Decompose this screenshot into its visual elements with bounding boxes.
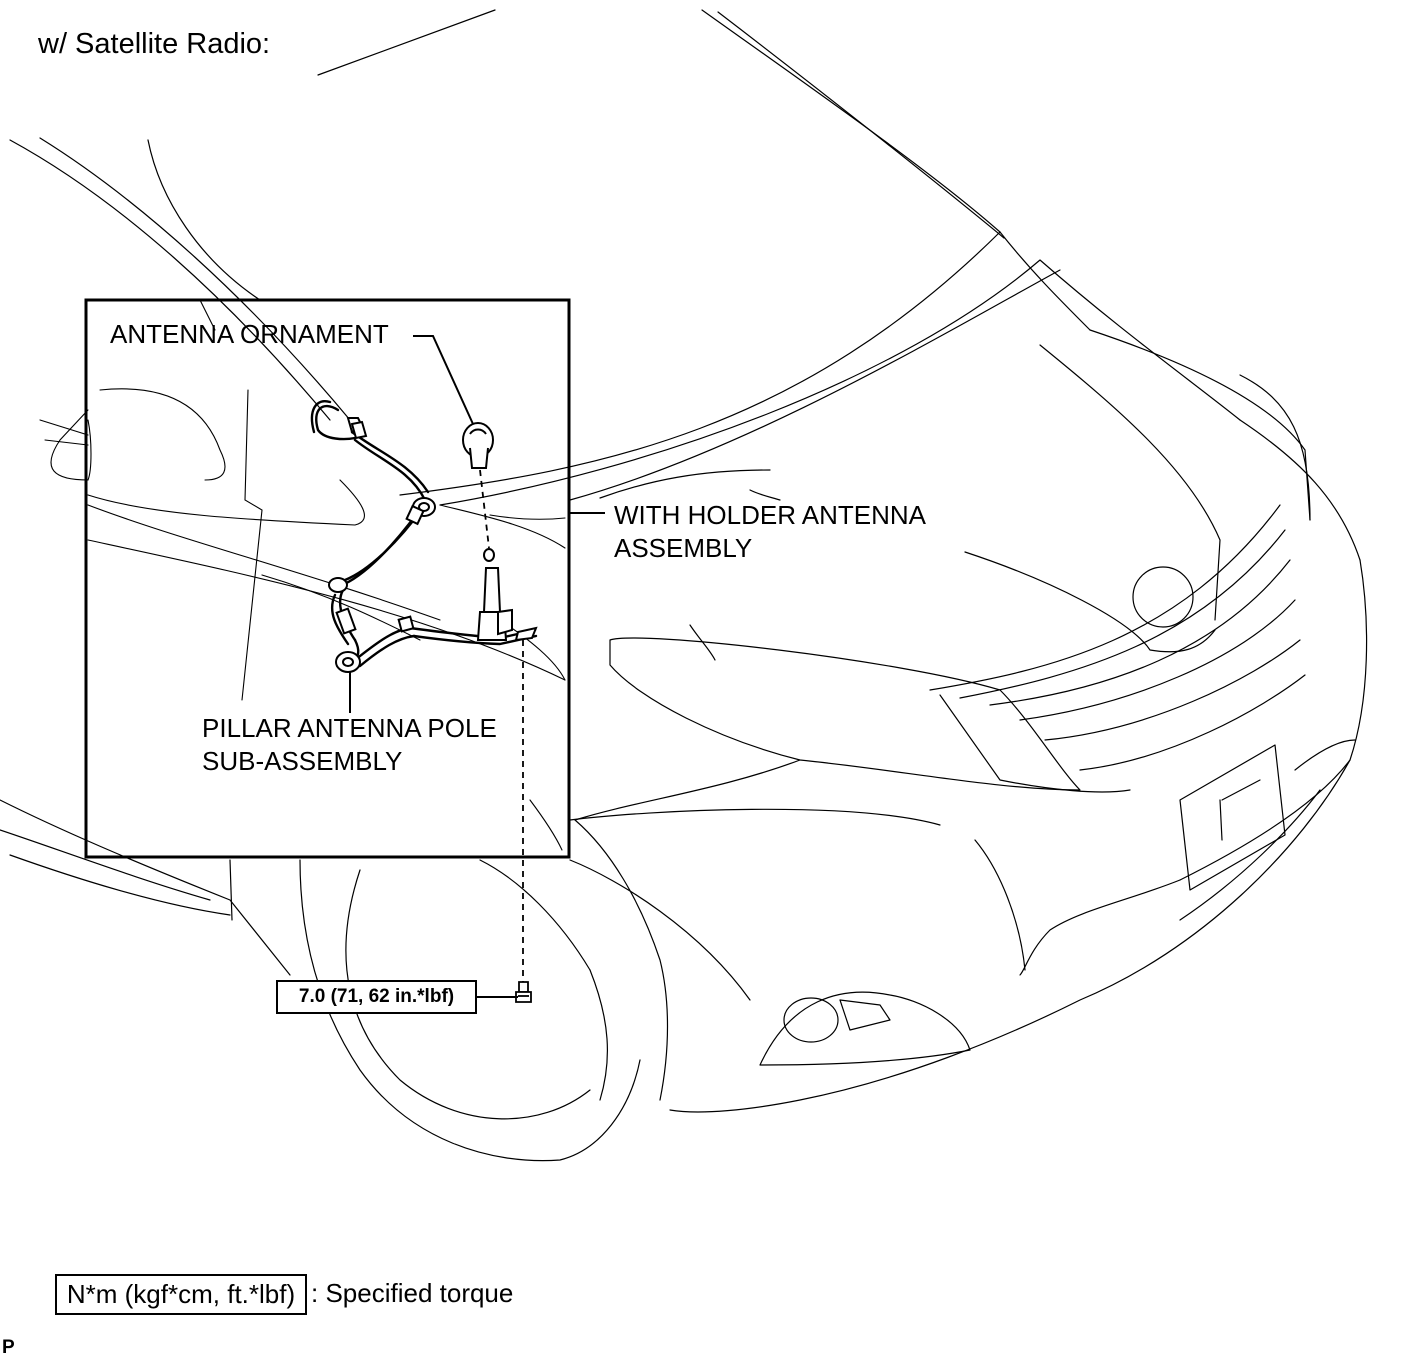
diagram-caption: w/ Satellite Radio: [38, 28, 271, 60]
antenna-fittings [328, 417, 538, 673]
leader-lines [349, 335, 605, 998]
label-holder-antenna-line2: ASSEMBLY [614, 533, 753, 563]
legend-units-box: N*m (kgf*cm, ft.*lbf) [55, 1274, 307, 1315]
vehicle-outline [0, 9, 1368, 1162]
label-antenna-ornament: ANTENNA ORNAMENT [110, 319, 389, 349]
label-pillar-antenna-line2: SUB-ASSEMBLY [202, 746, 403, 776]
mounting-bolt [515, 981, 532, 1003]
corner-mark: P [2, 1337, 15, 1358]
label-holder-antenna-line1: WITH HOLDER ANTENNA [614, 500, 927, 530]
legend-description: : Specified torque [311, 1278, 514, 1308]
callout-background-lines [39, 299, 566, 851]
antenna-ornament-part [462, 422, 494, 469]
torque-spec-box: 7.0 (71, 62 in.*lbf) [276, 980, 477, 1014]
detail-callout-frame [84, 298, 571, 859]
label-pillar-antenna-line1: PILLAR ANTENNA POLE [202, 713, 497, 743]
alignment-lines [479, 469, 524, 982]
